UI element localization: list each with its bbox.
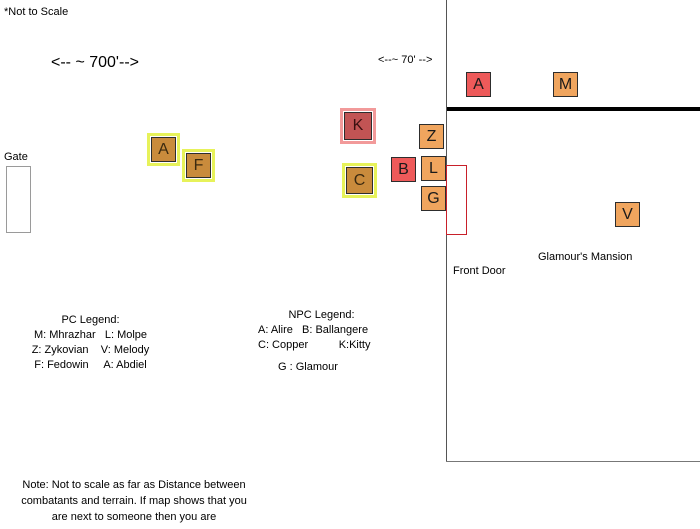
pc-token-molpe[interactable]: L	[421, 156, 446, 181]
mansion-label: Glamour's Mansion	[538, 251, 633, 263]
pc-token-melody[interactable]: V	[615, 202, 640, 227]
npc-token-alire[interactable]: A	[466, 72, 491, 97]
npc-token-ballangere[interactable]: B	[391, 157, 416, 182]
scale-indicator-large: <-- ~ 700'-->	[51, 54, 139, 71]
npc-legend-line: G : Glamour	[278, 361, 338, 373]
scale-indicator-small: <--~ 70' -->	[378, 54, 433, 66]
front-door-label: Front Door	[453, 265, 506, 277]
npc-legend-line: A: Alire B: Ballangere	[258, 324, 369, 336]
npc-legend-line: C: Copper K:Kitty	[258, 339, 371, 351]
not-to-scale-notice: *Not to Scale	[4, 6, 69, 18]
pc-token-zykovian[interactable]: Z	[419, 124, 444, 149]
npc-token-copper[interactable]: C	[342, 163, 377, 198]
pc-legend: PC Legend: M: Mhrazhar L: Molpe Z: Zykov…	[18, 313, 163, 371]
gate	[6, 166, 31, 233]
npc-token-kitty[interactable]: K	[340, 108, 376, 144]
front-door	[446, 165, 467, 235]
scale-note-line: combatants and terrain. If map shows tha…	[21, 495, 247, 507]
npc-token-glamour[interactable]: G	[421, 186, 446, 211]
gate-label: Gate	[4, 151, 28, 163]
pc-token-abdiel[interactable]: A	[147, 133, 180, 166]
mansion-bottom-wall	[446, 461, 700, 462]
npc-legend: NPC Legend: A: Alire B: Ballangere C: Co…	[254, 308, 389, 373]
pc-legend-line: M: Mhrazhar L: Molpe	[33, 329, 148, 341]
scale-note: Note: Not to scale as far as Distance be…	[0, 478, 268, 523]
scale-note-line: Note: Not to scale as far as Distance be…	[22, 479, 246, 491]
pc-token-fedowin[interactable]: F	[182, 149, 215, 182]
pc-legend-title: PC Legend:	[61, 314, 120, 326]
npc-legend-title: NPC Legend:	[288, 309, 355, 321]
pc-legend-line: Z: Zykovian V: Melody	[31, 344, 150, 356]
pc-token-mhrazhar[interactable]: M	[553, 72, 578, 97]
mansion-interior-wall	[447, 107, 700, 111]
scale-note-line: are next to someone then you are	[51, 511, 217, 523]
pc-legend-line: F: Fedowin A: Abdiel	[34, 359, 147, 371]
